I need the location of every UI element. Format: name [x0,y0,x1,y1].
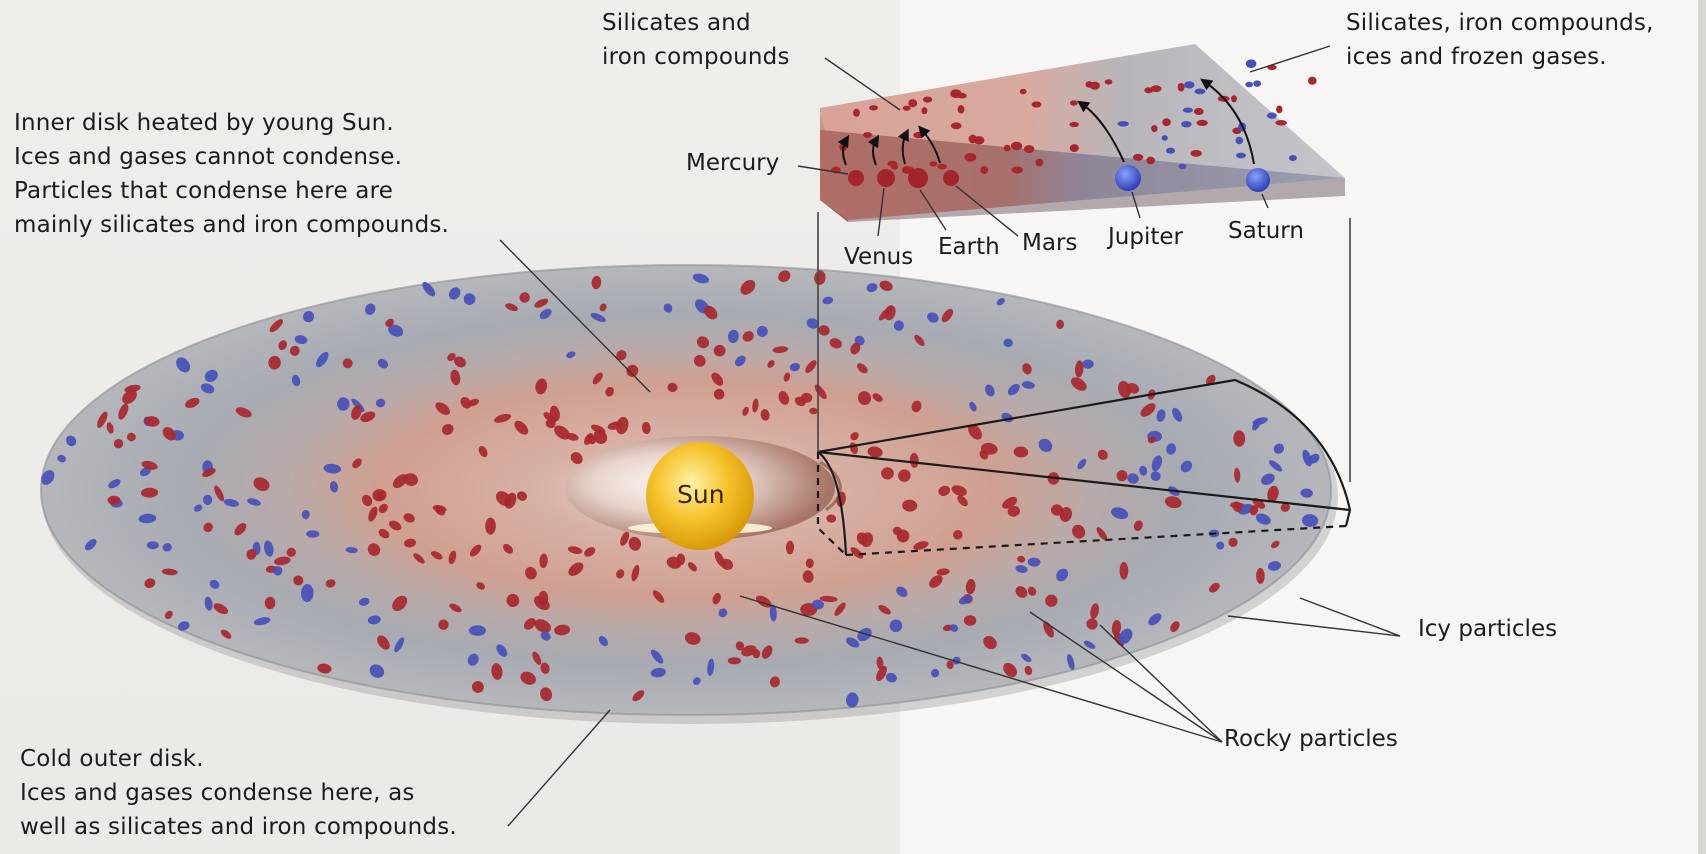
rocky-particle [1133,154,1143,161]
icy-particle [1246,59,1257,68]
rocky-particle [903,106,911,111]
rocky-particle [887,161,897,167]
rocky-particle [1178,83,1185,92]
label-sun: Sun [677,480,725,509]
leader-silicates-ices [1250,46,1330,72]
planet-venus [877,169,895,187]
rocky-particle [869,105,878,110]
rocky-particle [937,164,946,170]
icy-particle [1183,108,1193,113]
label-icy-particles: Icy particles [1418,616,1557,642]
rocky-particle [485,518,496,535]
rocky-particle [1004,145,1011,152]
caption-silicates-ices-line-1: Silicates, iron compounds, [1346,6,1654,40]
rocky-particle [1275,120,1287,126]
label-venus: Venus [844,244,913,270]
rocky-particle [1191,150,1202,157]
rocky-particle [1162,118,1171,126]
caption-silicates-ices-line-2: ices and frozen gases. [1346,40,1654,74]
caption-inner-line-1: Inner disk heated by young Sun. [14,106,449,140]
rocky-particle [908,99,917,107]
caption-silicates-iron: Silicates and iron compounds [602,6,790,74]
caption-inner-line-3: Particles that condense here are [14,174,449,208]
rocky-particle [1231,95,1237,102]
rocky-particle [714,345,726,357]
planet-mercury [848,170,864,186]
icy-particle [1253,80,1261,86]
rocky-particle [1020,89,1027,95]
icy-particle [1118,121,1129,127]
rocky-particle [913,132,924,138]
icy-particle [1181,121,1191,127]
icy-particle [1166,148,1175,154]
caption-silicates-ices: Silicates, iron compounds, ices and froz… [1346,6,1654,74]
icy-particle [1236,153,1246,159]
planet-earth [908,168,928,188]
rocky-particle [1105,79,1113,84]
label-earth: Earth [938,234,1000,260]
rocky-particle [965,153,977,162]
label-jupiter: Jupiter [1108,224,1183,250]
caption-outer-line-3: well as silicates and iron compounds. [20,810,457,844]
rocky-particle [951,122,962,129]
icy-particle [469,625,486,636]
rocky-particle [1194,108,1204,115]
label-mars: Mars [1022,230,1077,256]
rocky-particle [1308,77,1317,85]
icy-particle [1236,137,1244,144]
rocky-particle [929,161,937,166]
rocky-particle [1032,101,1042,107]
icy-particle [1184,81,1194,88]
rocky-particle [1197,120,1208,126]
caption-outer-disk: Cold outer disk. Ices and gases condense… [20,742,457,844]
rocky-particle [1090,82,1100,90]
caption-inner-line-2: Ices and gases cannot condense. [14,140,449,174]
icy-particle [1195,89,1206,95]
rocky-particle [1120,562,1129,580]
rocky-particle [1151,125,1157,132]
rocky-particle [980,166,988,174]
caption-silicates-iron-line-2: iron compounds [602,40,790,74]
rocky-particle [1011,166,1022,173]
icy-particle [1162,135,1168,141]
icy-particle [1289,155,1297,161]
icy-particle [1267,112,1277,118]
rocky-particle [969,135,977,144]
rocky-particle [1035,159,1043,167]
label-mercury: Mercury [686,150,779,176]
rocky-particle [1276,106,1282,114]
disk-cross-section [820,44,1345,222]
caption-inner-line-4: mainly silicates and iron compounds. [14,208,449,242]
wedge-tip [1346,510,1350,526]
icy-particle [1179,164,1187,169]
rocky-particle [1070,100,1078,105]
caption-inner-disk: Inner disk heated by young Sun. Ices and… [14,106,449,242]
rocky-particle [863,132,872,138]
rocky-particle [957,93,966,99]
caption-silicates-iron-line-1: Silicates and [602,6,790,40]
rocky-particle [1146,157,1155,165]
caption-outer-line-1: Cold outer disk. [20,742,457,776]
rocky-particle [921,107,927,114]
rocky-particle [958,105,965,113]
caption-outer-line-2: Ices and gases condense here, as [20,776,457,810]
rocky-particle [1069,122,1079,127]
planet-jupiter [1115,165,1141,191]
label-saturn: Saturn [1228,218,1304,244]
rocky-particle [1024,145,1034,153]
rocky-particle [853,109,860,117]
rocky-particle [923,97,932,103]
leader-outer-disk [508,710,610,826]
label-rocky-particles: Rocky particles [1224,726,1398,752]
planet-mars [943,170,959,186]
planet-saturn [1246,168,1270,192]
icy-particle [147,541,159,549]
rocky-particle [1070,144,1079,152]
rocky-particle [1144,87,1153,93]
rocky-particle [795,637,809,643]
rocky-particle [1011,142,1022,150]
icy-particle [1245,82,1253,88]
rocky-particle [728,657,741,664]
